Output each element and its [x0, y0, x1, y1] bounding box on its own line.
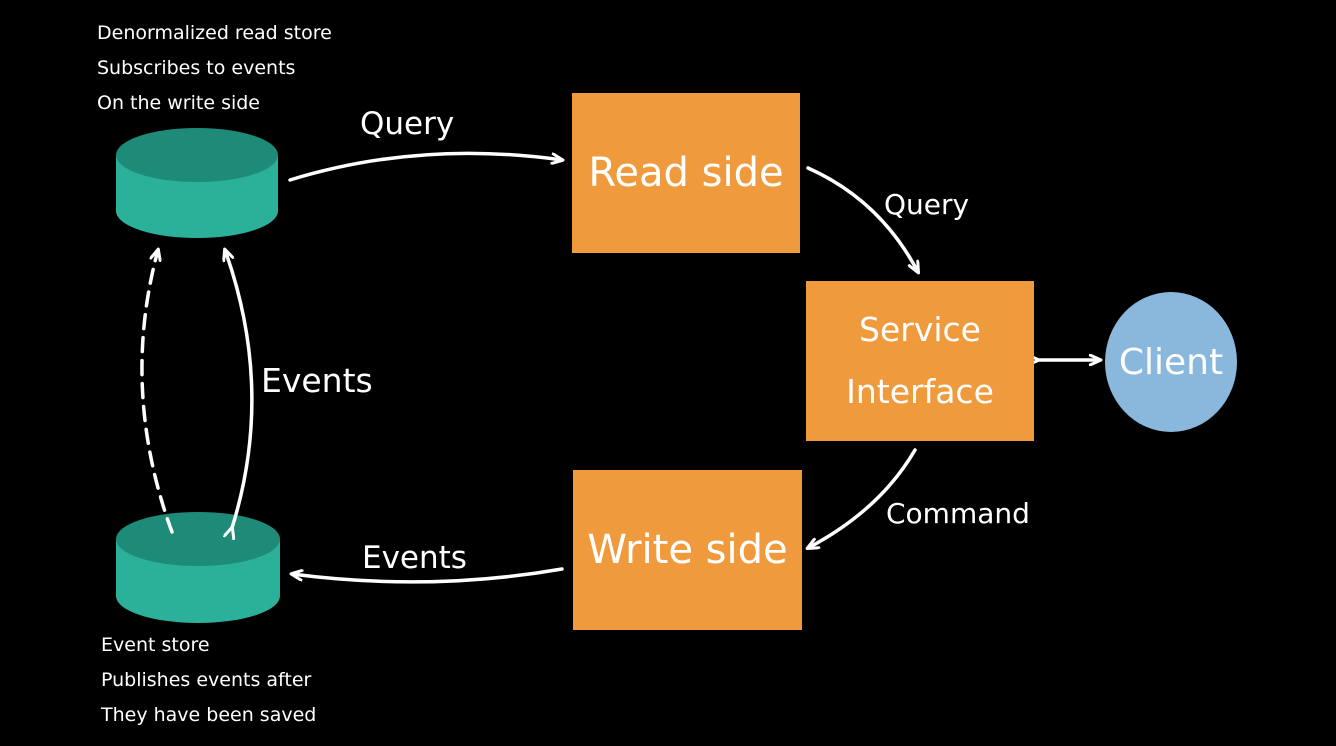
client-circle: Client: [1105, 292, 1237, 432]
event-store-cylinder: [116, 512, 280, 623]
read-store-note-line: Denormalized read store: [97, 22, 332, 44]
event-store-note-line: Event store: [101, 634, 210, 656]
read-store-notes: Denormalized read store Subscribes to ev…: [97, 16, 332, 121]
read-store-note-line: Subscribes to events: [97, 57, 296, 79]
read-store-note-line: On the write side: [97, 92, 260, 114]
write-side-label: Write side: [587, 527, 788, 573]
events-label-bottom: Events: [362, 540, 467, 576]
write-side-box: Write side: [573, 470, 802, 630]
query-arrow-right: [806, 166, 918, 272]
query-label-right: Query: [884, 188, 970, 221]
service-interface-box: Service Interface: [806, 281, 1034, 441]
read-side-box: Read side: [572, 93, 800, 253]
service-interface-label-line: Service: [859, 310, 981, 349]
read-store-cylinder: [116, 128, 278, 238]
event-store-note-line: Publishes events after: [101, 669, 312, 691]
events-arrow-bottom: [292, 567, 564, 584]
events-arrow-bidirectional: [225, 250, 254, 528]
subscription-arrow-dashed: [140, 250, 174, 534]
event-store-notes: Event store Publishes events after They …: [101, 628, 316, 733]
command-label: Command: [886, 497, 1030, 530]
read-side-label: Read side: [588, 150, 784, 196]
service-interface-label-line: Interface: [846, 372, 994, 411]
command-arrow: [808, 448, 917, 548]
events-label-left: Events: [261, 361, 373, 400]
query-label-top: Query: [360, 106, 455, 142]
event-store-note-line: They have been saved: [101, 704, 317, 726]
query-arrow-top: [288, 151, 562, 182]
client-label: Client: [1118, 341, 1224, 383]
